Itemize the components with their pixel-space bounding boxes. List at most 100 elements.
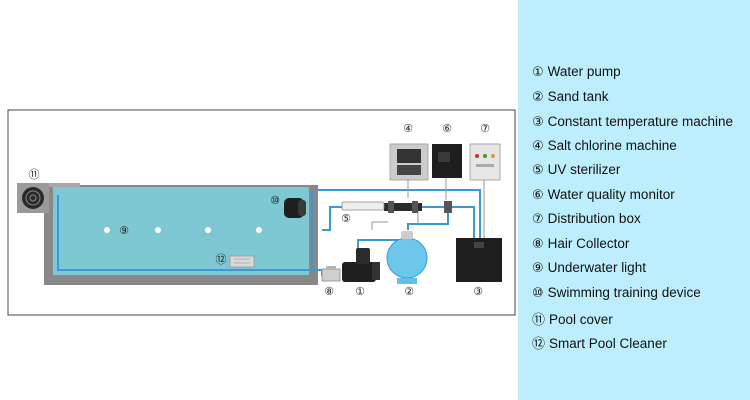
sand-tank-stand: [397, 278, 417, 284]
legend-panel: [518, 0, 750, 400]
legend-label: Sand tank: [547, 89, 609, 104]
pool-cleaner-body: [229, 255, 255, 268]
legend-label: Pool cover: [549, 312, 613, 327]
wire-pump: [371, 221, 388, 230]
label-sand-tank: ②: [404, 285, 414, 298]
pipe-return-top: [318, 189, 481, 245]
label-salt-chlorine: ④: [403, 122, 413, 135]
label-distribution-box: ⑦: [480, 122, 490, 135]
uv-fittings: [384, 201, 452, 213]
pool-cleaner: [229, 255, 255, 268]
label-uv-sterilizer: ⑤: [341, 212, 351, 225]
legend-label: Smart Pool Cleaner: [549, 336, 667, 351]
legend-number: ⑥: [532, 188, 544, 203]
salt-chlorine-panel: [397, 165, 421, 175]
salt-chlorine-machine: [389, 143, 429, 181]
distribution-switch: [476, 164, 494, 167]
legend-number: ⑤: [532, 163, 544, 178]
legend-label: Water pump: [547, 64, 621, 79]
temperature-machine: [456, 238, 502, 282]
distribution-indicator: [475, 154, 479, 158]
legend-label: Distribution box: [547, 211, 641, 226]
pool-cover-roller-core: [29, 194, 37, 202]
legend-number: ①: [532, 65, 544, 80]
salt-chlorine-screen: [397, 149, 421, 163]
legend-label: Constant temperature machine: [547, 114, 734, 129]
water-quality-monitor: [432, 144, 462, 178]
label-pump: ①: [355, 285, 365, 298]
distribution-indicator: [491, 154, 495, 158]
label-underwater-light: ⑨: [119, 224, 129, 237]
pool-diagram-canvas: ⑪ ⑨ ⑩ ⑫ ⑤ ④ ⑥ ⑦ ⑧ ① ② ③: [7, 109, 516, 316]
diagram-number-labels: ⑪ ⑨ ⑩ ⑫ ⑤ ④ ⑥ ⑦ ⑧ ① ② ③: [29, 122, 491, 298]
sand-tank-valve: [401, 231, 413, 239]
legend-number: ⑪: [532, 313, 546, 328]
label-water-monitor: ⑥: [442, 122, 452, 135]
label-hair-collector: ⑧: [324, 285, 334, 298]
sand-tank-body: [386, 237, 428, 279]
legend-number: ⑧: [532, 237, 544, 252]
pool-cover-roller-ring: [25, 190, 41, 206]
underwater-lights: [104, 227, 262, 233]
water-pump-body: [342, 262, 376, 282]
uv-fitting-left: [388, 201, 394, 213]
pool-cover-roller: [22, 187, 44, 209]
underwater-light: [205, 227, 211, 233]
sand-tank: [386, 231, 428, 284]
water-pump-housing: [356, 248, 370, 264]
underwater-light: [256, 227, 262, 233]
distribution-indicator: [483, 154, 487, 158]
legend-number: ②: [532, 90, 544, 105]
water-monitor-display: [438, 152, 450, 162]
legend-number: ③: [532, 115, 544, 130]
label-pool-cleaner: ⑫: [216, 253, 227, 266]
label-training-device: ⑩: [270, 194, 280, 207]
uv-fitting-right: [412, 201, 418, 213]
uv-sterilizer-body: [341, 201, 385, 211]
legend-label: Swimming training device: [547, 285, 701, 300]
hair-collector-body: [321, 268, 341, 282]
pipe-uv-out: [422, 206, 475, 245]
water-pump-motor: [372, 262, 380, 280]
pipe-tank-loop: [407, 207, 449, 230]
legend-number: ⑨: [532, 261, 544, 276]
training-device-nozzle: [298, 200, 306, 216]
wiring: [371, 178, 485, 242]
uv-fitting-far: [444, 201, 452, 213]
hair-collector: [321, 266, 341, 282]
legend-label: Salt chlorine machine: [547, 138, 677, 153]
uv-sterilizer: [341, 201, 385, 211]
distribution-box-body: [469, 143, 501, 181]
label-pool-cover: ⑪: [29, 168, 40, 181]
pool-deck-left: [44, 183, 80, 187]
legend-number: ④: [532, 139, 544, 154]
underwater-light: [155, 227, 161, 233]
legend-number: ⑦: [532, 212, 544, 227]
distribution-box: [469, 143, 501, 181]
label-temperature-machine: ③: [473, 285, 483, 298]
pipe-pool-inner: [57, 195, 310, 271]
pool-water: [53, 187, 309, 275]
uv-tube: [384, 203, 422, 211]
training-device: [284, 198, 306, 218]
pipe-pump-to-tank: [357, 239, 408, 250]
legend-number: ⑩: [532, 286, 544, 301]
legend-label: Hair Collector: [547, 236, 630, 251]
legend-label: Underwater light: [547, 260, 646, 275]
underwater-light: [104, 227, 110, 233]
legend-number: ⑫: [532, 337, 546, 352]
temperature-machine-vent: [474, 242, 484, 248]
